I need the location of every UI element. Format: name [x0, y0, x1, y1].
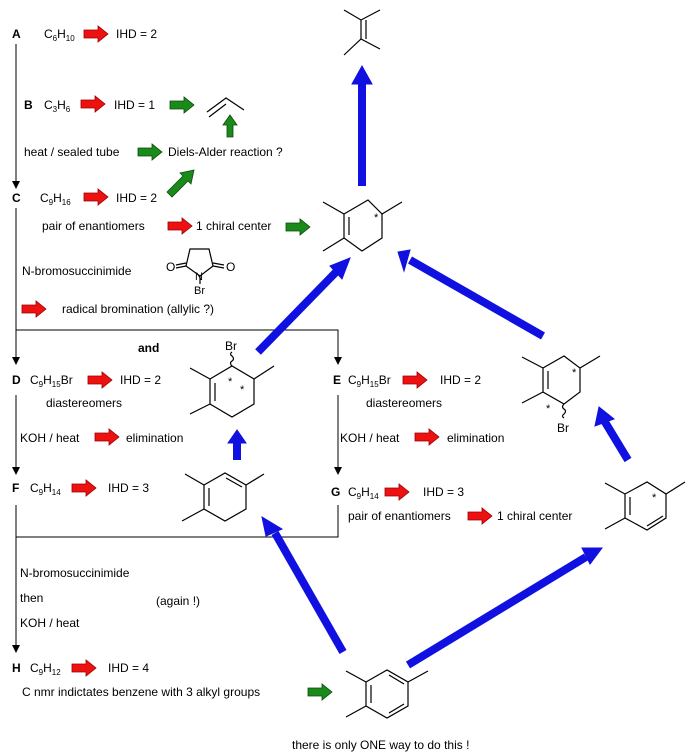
ihd-e: IHD = 2 — [440, 373, 482, 387]
green-arrow-cnmr — [307, 683, 333, 701]
formula-h: C9H12 — [30, 661, 61, 677]
red-arrow-e — [402, 371, 428, 389]
red-arrow-enant1 — [167, 217, 193, 235]
ihd-b: IHD = 1 — [114, 98, 156, 112]
green-arrow-chiral1 — [285, 218, 311, 236]
compound-d-structure — [189, 351, 275, 418]
nbs-o-left: O — [166, 260, 176, 274]
enantiomers-text-2: pair of enantiomers — [348, 509, 451, 523]
nbs-o-right: O — [226, 260, 236, 274]
enantiomers-text-1: pair of enantiomers — [42, 219, 145, 233]
formula-g: C9H14 — [348, 485, 379, 501]
red-arrow-c — [83, 188, 109, 206]
ihd-g: IHD = 3 — [423, 485, 465, 499]
br-label-d: Br — [225, 339, 237, 353]
br-label-e: Br — [557, 421, 569, 435]
ihd-h: IHD = 4 — [108, 661, 150, 675]
chiral-star-e1: * — [572, 367, 577, 379]
chiral-star-d2: * — [240, 384, 245, 396]
blue-arrow-h-to-g — [405, 553, 589, 669]
molecule-structures — [175, 9, 686, 719]
koh-heat-d: KOH / heat — [20, 431, 80, 445]
ihd-f: IHD = 3 — [108, 481, 150, 495]
red-arrow-d — [87, 371, 113, 389]
compound-e-structure — [521, 355, 601, 419]
label-d: D — [12, 373, 21, 387]
ihd-d: IHD = 2 — [120, 373, 162, 387]
label-b: B — [24, 98, 33, 112]
elimination-e: elimination — [447, 431, 505, 445]
nbs-text-2: N-bromosuccinimide — [20, 566, 130, 580]
flow-lines — [12, 44, 342, 653]
red-arrow-enant2 — [467, 507, 493, 525]
red-arrow-elim-d — [94, 428, 120, 446]
label-g: G — [331, 485, 341, 499]
diels-alder-text: Diels-Alder reaction ? — [168, 145, 283, 159]
red-arrow-b — [80, 95, 106, 113]
green-arrow-diag — [166, 169, 195, 198]
blue-arrows — [227, 64, 632, 669]
red-arrow-f — [71, 479, 97, 497]
diastereomers-e: diastereomers — [366, 396, 443, 410]
elimination-d: elimination — [126, 431, 184, 445]
formula-c: C9H16 — [40, 191, 71, 207]
blue-arrow-e-to-c — [408, 256, 545, 340]
compound-f-structure — [181, 472, 265, 522]
compound-h-structure — [345, 669, 429, 719]
chiral-star-e2: * — [546, 403, 551, 415]
then-text: then — [20, 591, 44, 605]
green-arrow-up-propene — [222, 114, 238, 138]
chiral-center-text-2: 1 chiral center — [497, 509, 573, 523]
chiral-star-g: * — [652, 492, 657, 504]
formula-d: C9H15Br — [30, 373, 73, 389]
diastereomers-d: diastereomers — [46, 396, 123, 410]
green-arrow-heat — [137, 143, 163, 161]
red-arrow-a — [83, 25, 109, 43]
label-a: A — [12, 27, 21, 41]
and-label: and — [138, 341, 160, 355]
nbs-text-1: N-bromosuccinimide — [22, 264, 132, 278]
propene-structure — [206, 97, 245, 118]
cnmr-text: C nmr indictates benzene with 3 alkyl gr… — [22, 685, 261, 699]
green-arrows — [137, 96, 333, 701]
compound-g-structure — [604, 481, 686, 531]
heat-sealed-tube: heat / sealed tube — [24, 145, 120, 159]
chiral-star-c: * — [374, 212, 379, 224]
formula-b: C3H6 — [44, 98, 71, 114]
dimethylbutadiene-structure — [343, 9, 381, 56]
compound-c-structure — [322, 199, 403, 252]
nbs-br: Br — [194, 285, 205, 297]
chiral-star-d1: * — [228, 376, 233, 388]
ihd-a: IHD = 2 — [116, 27, 158, 41]
blue-arrow-g-to-e — [601, 419, 632, 463]
red-arrow-g — [384, 483, 410, 501]
label-e: E — [333, 373, 342, 387]
label-f: F — [12, 481, 20, 495]
red-arrow-radical — [21, 300, 47, 318]
again-text: (again !) — [156, 594, 201, 608]
ihd-c: IHD = 2 — [116, 191, 158, 205]
radical-bromination-text: radical bromination (allylic ?) — [62, 302, 215, 316]
formula-a: C6H10 — [44, 27, 75, 43]
nbs-n: N — [195, 271, 203, 283]
formula-f: C9H14 — [30, 481, 61, 497]
chiral-center-text-1: 1 chiral center — [196, 219, 272, 233]
footer-text: there is only ONE way to do this ! — [292, 738, 470, 752]
red-arrow-elim-e — [414, 428, 440, 446]
nbs-structure — [175, 248, 225, 284]
blue-arrow-d-to-c — [255, 267, 341, 355]
blue-arrow-h-to-f — [271, 531, 347, 654]
formula-e: C9H15Br — [348, 373, 391, 389]
koh-heat-h: KOH / heat — [20, 616, 80, 630]
red-arrow-h — [71, 659, 97, 677]
label-c: C — [12, 191, 21, 205]
koh-heat-e: KOH / heat — [340, 431, 400, 445]
red-arrows — [21, 25, 493, 677]
green-arrow-b — [169, 96, 195, 114]
label-h: H — [12, 661, 21, 675]
